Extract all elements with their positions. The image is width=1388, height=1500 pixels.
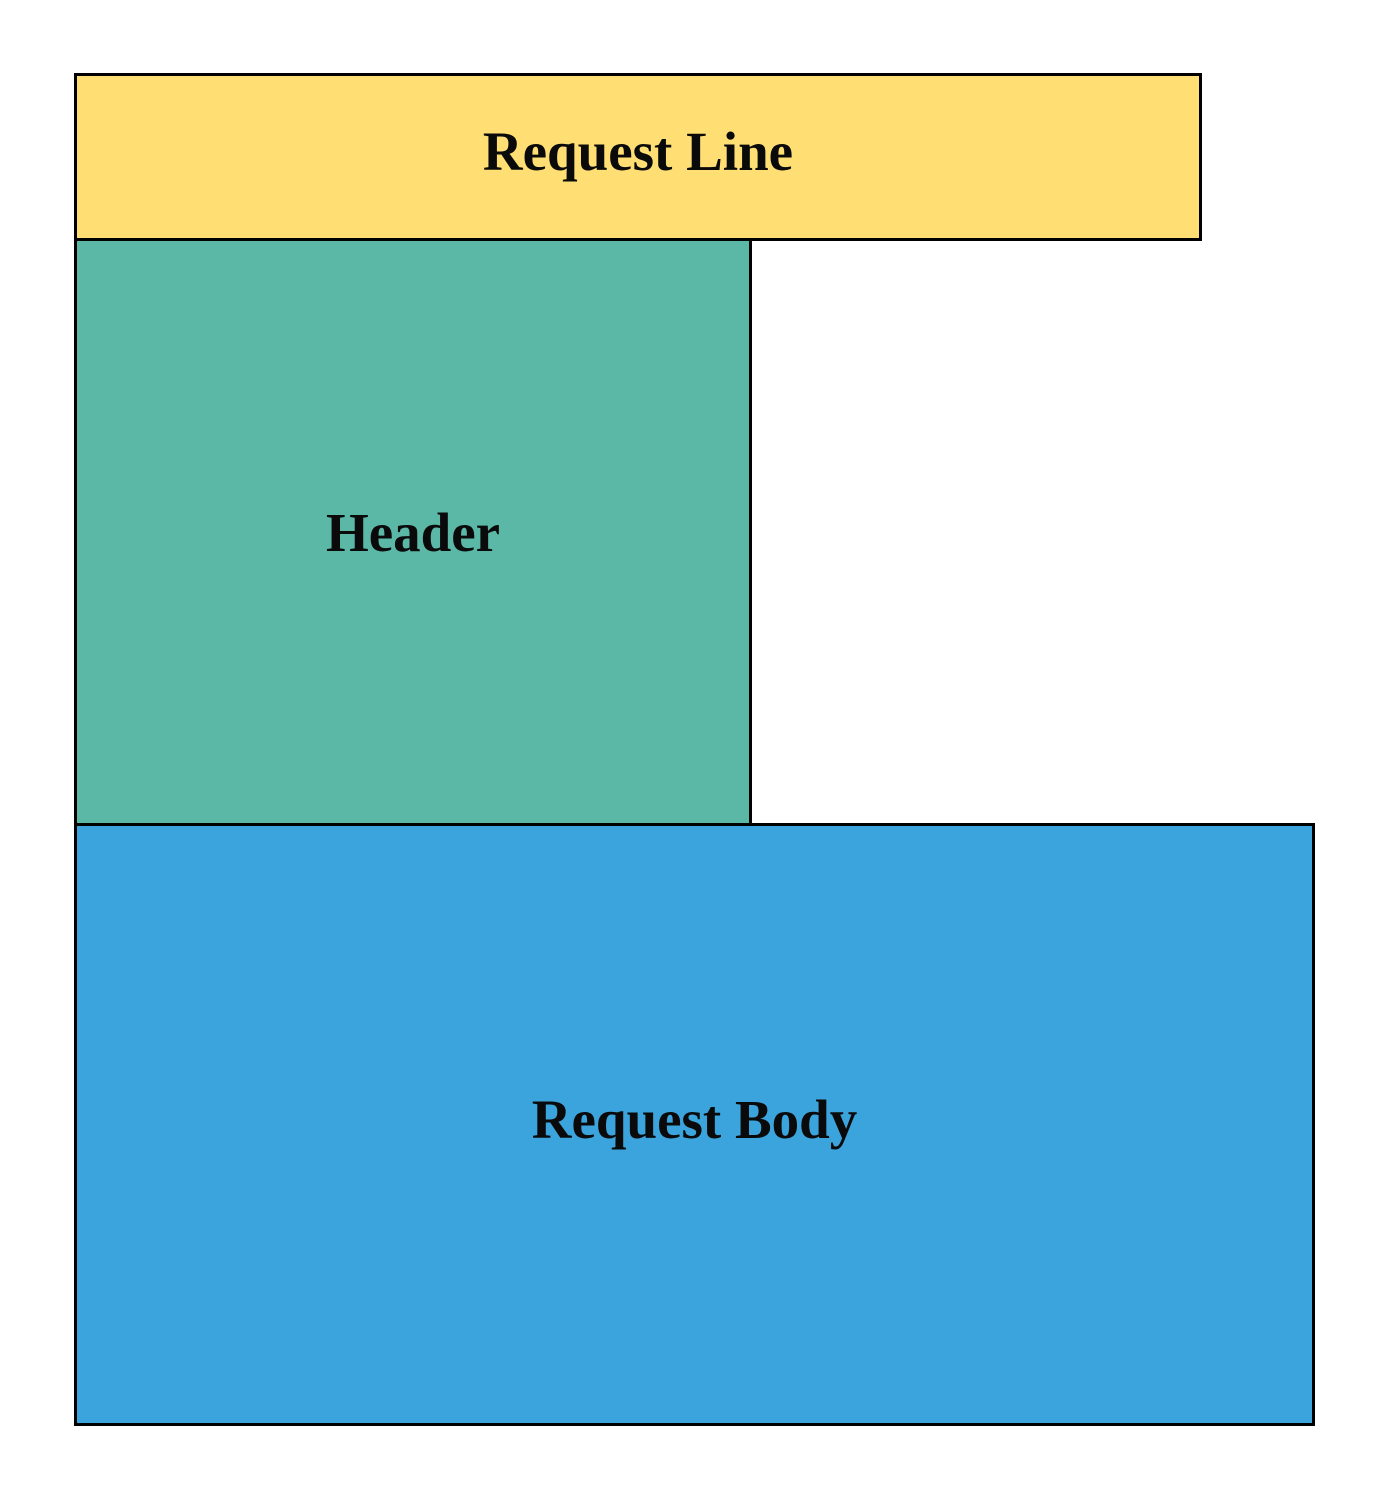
request-line-label: Request Line [482,120,794,182]
header-label: Header [325,502,501,563]
request-body-label: Request Body [531,1089,858,1150]
request-body-block: Request Body [74,823,1315,1426]
header-block: Header [74,238,752,827]
request-line-block: Request Line [74,73,1202,241]
